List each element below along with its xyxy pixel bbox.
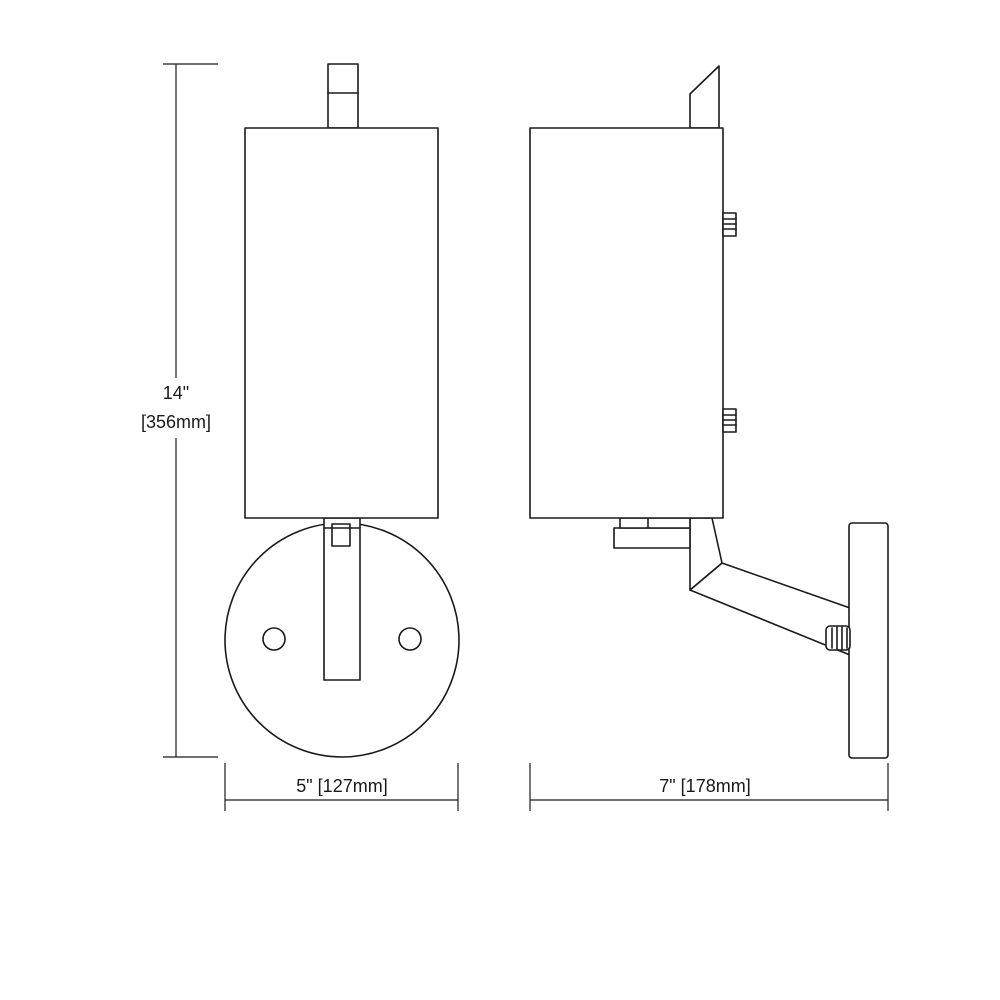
height-label-inches: 14" <box>163 383 189 403</box>
front-arm-bracket <box>331 523 351 547</box>
height-label-mm: [356mm] <box>141 412 211 432</box>
front-mounting-hole-right <box>398 627 422 651</box>
side-wall-knob <box>825 625 851 651</box>
side-knuckle <box>613 527 691 549</box>
front-width-dimension: 5" [127mm] <box>224 763 459 811</box>
side-wall-plate <box>848 522 889 759</box>
front-top-stem <box>327 63 359 129</box>
side-view <box>529 65 889 759</box>
height-dimension: 14" [356mm] <box>141 63 218 758</box>
side-depth-dimension: 7" [178mm] <box>529 763 889 811</box>
front-view <box>224 63 460 758</box>
side-depth-label: 7" [178mm] <box>659 776 750 796</box>
side-screw-lower <box>722 408 737 433</box>
side-shade <box>529 127 724 519</box>
front-width-label: 5" [127mm] <box>296 776 387 796</box>
side-top-stem <box>689 65 720 129</box>
side-screw-upper <box>722 212 737 237</box>
front-shade <box>244 127 439 519</box>
front-mounting-hole-left <box>262 627 286 651</box>
